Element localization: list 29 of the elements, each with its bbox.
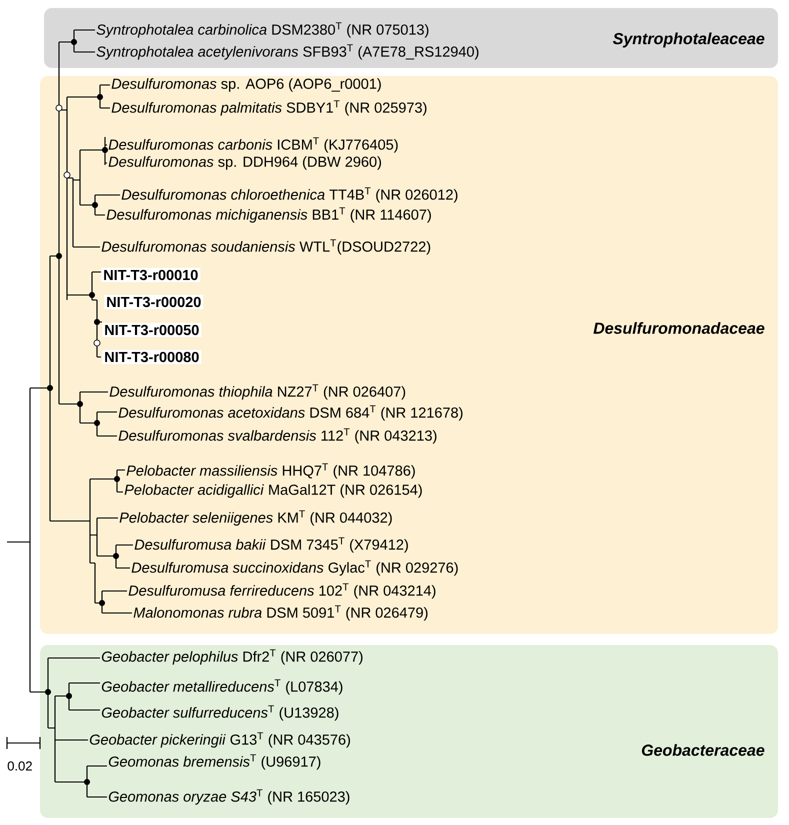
- taxon-label: Desulfuromonas thiophila NZ27$^{T}$ (NR 026407): [110, 384, 406, 400]
- taxon-label: Desulfuromusa ferrireducens 102$^{T}$ (NR 043214): [128, 583, 436, 599]
- taxon-label: Desulfuromusa succinoxidans Gylac$^{T}$ (NR 029276): [132, 560, 458, 576]
- taxon-label: Desulfuromusa bakii DSM 7345$^{T}$ (X79412): [134, 537, 408, 553]
- taxon-label: Desulfuromonas sp. DDH964 (DBW 2960): [108, 156, 381, 170]
- taxon-label: Geobacter sulfurreducens$^{T}$ (U13928): [102, 705, 338, 721]
- taxon-label: Desulfuromonas michiganensis BB1$^{T}$ (NR 114607): [106, 207, 431, 223]
- taxon-label: Geomonas oryzae S43$^{T}$ (NR 165023): [108, 789, 350, 805]
- taxon-label: Syntrophotalea acetylenivorans SFB93$^{T}$ (A7E78_RS12940): [96, 44, 478, 60]
- taxon-label: Syntrophotalea carbinolica DSM2380$^{T}$ (NR 075013): [96, 22, 428, 38]
- taxon-label: Geobacter metallireducens$^{T}$ (L07834): [102, 679, 342, 695]
- taxon-label: Malonomonas rubra DSM 5091$^{T}$ (NR 026479): [134, 605, 428, 621]
- taxon-label: Desulfuromonas svalbardensis 112$^{T}$ (NR 043213): [118, 428, 436, 444]
- taxon-label: Desulfuromonas chloroethenica TT4B$^{T}$ (NR 026012): [122, 187, 458, 203]
- taxon-label: Geobacter pelophilus Dfr2$^{T}$ (NR 026077): [102, 649, 362, 665]
- sample-label: NIT-T3-r00080: [102, 350, 202, 364]
- taxon-label: Desulfuromonas carbonis ICBM$^{T}$ (KJ776405): [108, 137, 398, 153]
- sample-label: NIT-T3-r00050: [102, 322, 202, 338]
- taxon-label: Desulfuromonas sp. AOP6 (AOP6_r0001): [112, 78, 381, 92]
- sample-label: NIT-T3-r00010: [101, 268, 200, 282]
- taxon-label: Pelobacter massiliensis HHQ7$^{T}$ (NR 104786): [126, 463, 415, 479]
- taxon-label: Desulfuromonas soudaniensis WTL$^{T}$(DSOUD2722): [102, 239, 430, 255]
- taxon-label: Desulfuromonas palmitatis SDBY1$^{T}$ (NR 025973): [112, 100, 426, 116]
- taxon-label: Pelobacter acidigallici MaGal12T (NR 026154): [124, 484, 422, 498]
- taxon-label: Pelobacter seleniigenes KM$^{T}$ (NR 044032): [120, 510, 392, 526]
- taxon-label: Geomonas bremensis$^{T}$ (U96917): [108, 754, 320, 770]
- sample-label: NIT-T3-r00020: [104, 294, 204, 310]
- taxon-label: Geobacter pickeringii G13$^{T}$ (NR 043576): [90, 732, 350, 748]
- taxon-label: Desulfuromonas acetoxidans DSM 684$^{T}$ (NR 121678): [118, 405, 462, 421]
